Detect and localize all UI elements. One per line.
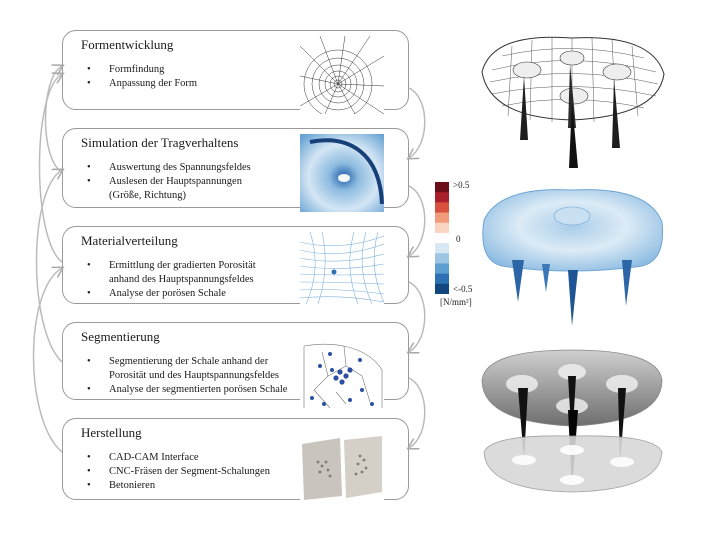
step-bullet-list: Auswertung des SpannungsfeldesAuslesen d… (79, 161, 251, 203)
step-bullet: CNC-Fräsen der Segment-Schalungen (79, 465, 270, 479)
colorbar-min-label: <-0.5 (453, 284, 473, 294)
step-bullet-list: Segmentierung der Schale anhand derPoros… (79, 355, 287, 397)
arrow-2-3 (409, 185, 426, 256)
step-bullet: anhand des Hauptspannungsfeldes (109, 274, 254, 285)
step-bullet: CAD-CAM Interface (79, 451, 270, 465)
step-title: Materialverteilung (81, 233, 178, 248)
thumb-fabrication-photo (300, 432, 384, 502)
colorbar-segment (435, 263, 449, 275)
step-title: Simulation der Tragverhaltens (81, 135, 239, 150)
stress-shell-render (482, 189, 664, 326)
step-bullet: Analyse der segmentierten porösen Schale (79, 383, 287, 397)
step-title: Segmentierung (81, 329, 160, 344)
arrow-4-5 (409, 377, 426, 448)
thumb-segmentation (300, 330, 384, 410)
thumb-porosity (300, 232, 384, 304)
step-title: Formentwicklung (81, 37, 174, 52)
arrow-feedback-4-2 (35, 170, 63, 363)
step-title: Herstellung (81, 425, 142, 440)
segmented-shell-render (481, 349, 663, 493)
step-bullet: Auslesen der Hauptspannungen (79, 175, 251, 189)
step-bullet: Auswertung des Spannungsfeldes (79, 161, 251, 175)
step-bullet-list: Ermittlung der gradierten Porositätanhan… (79, 259, 256, 301)
colorbar-max-label: >0.5 (453, 180, 470, 190)
wireframe-shell-render (481, 36, 665, 168)
stress-colorbar (435, 182, 449, 294)
step-bullet: Betonieren (79, 479, 270, 493)
arrow-1-2 (409, 87, 426, 158)
step-bullet-list: CAD-CAM InterfaceCNC-Fräsen der Segment-… (79, 451, 270, 493)
arrow-feedback-3-1 (38, 74, 63, 263)
colorbar-segment (435, 232, 449, 244)
colorbar-segment (435, 202, 449, 214)
thumb-formfinding (300, 36, 384, 114)
step-bullet: Formfindung (79, 63, 197, 77)
arrow-3-4 (409, 281, 426, 352)
colorbar-segment (435, 273, 449, 285)
colorbar-unit-label: [N/mm²] (440, 297, 472, 307)
arrow-feedback-5-3 (32, 268, 63, 453)
step-bullet: Segmentierung der Schale anhand der (79, 355, 287, 369)
colorbar-segment (435, 283, 449, 294)
colorbar-segment (435, 192, 449, 203)
step-bullet-list: FormfindungAnpassung der Form (79, 63, 197, 91)
step-bullet: Anpassung der Form (79, 77, 197, 91)
colorbar-mid-label: 0 (456, 234, 461, 244)
colorbar-segment (435, 243, 449, 254)
colorbar-segment (435, 182, 449, 193)
step-bullet: (Größe, Richtung) (109, 190, 186, 201)
colorbar-segment (435, 212, 449, 224)
thumb-stress-field (300, 134, 384, 212)
step-bullet: Ermittlung der gradierten Porosität (79, 259, 256, 273)
colorbar-segment (435, 222, 449, 234)
step-bullet: Analyse der porösen Schale (79, 287, 256, 301)
step-bullet: Porosität und des Hauptspannungsfeldes (109, 370, 280, 381)
colorbar-segment (435, 253, 449, 264)
